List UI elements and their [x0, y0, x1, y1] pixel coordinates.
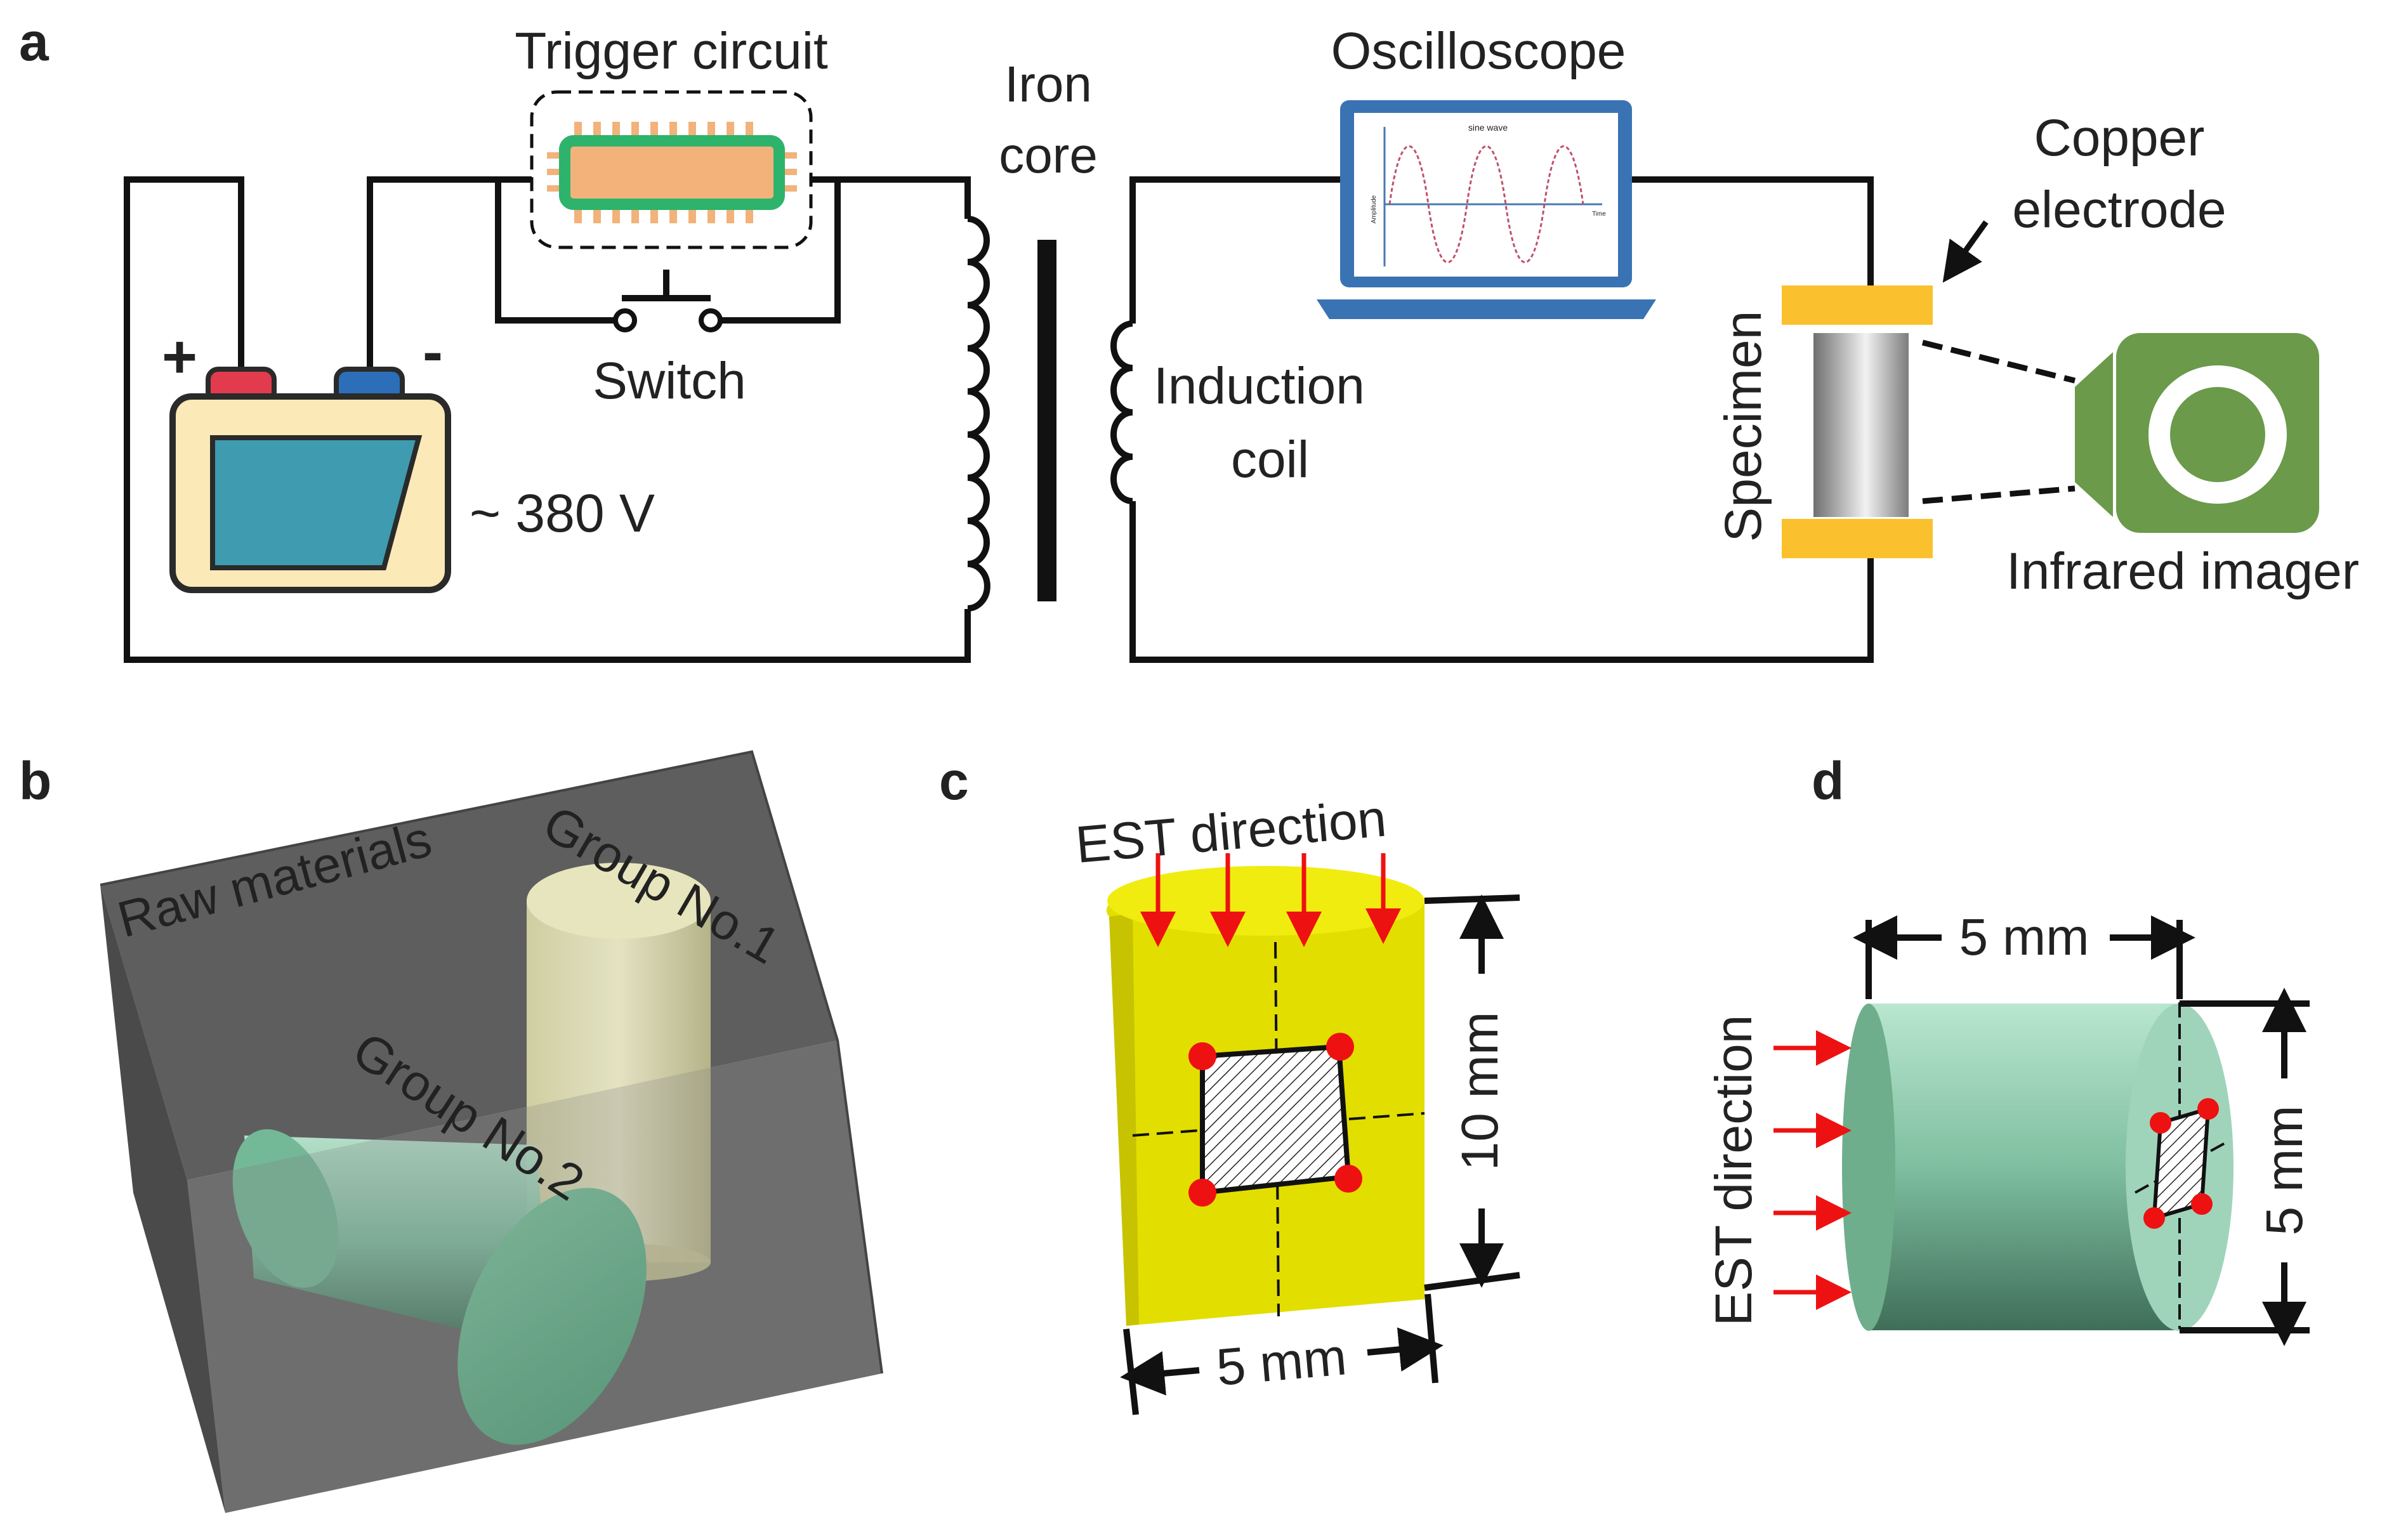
specimen-assembly [1782, 285, 1933, 558]
panel-d-est-arrows [1773, 1030, 1852, 1310]
scope-screen-title: sine wave [1468, 122, 1508, 133]
panel-d-est-label: EST direction [1705, 1015, 1763, 1326]
induction-coil-label-1: Induction [1154, 357, 1365, 415]
switch [613, 270, 723, 332]
panel-c-est-arrows [1140, 853, 1401, 947]
panel-label-a: a [19, 12, 49, 72]
panel-c-width-label: 5 mm [1214, 1328, 1349, 1397]
round-specimen [1842, 1002, 2234, 1331]
panel-d-diameter-dimension [2180, 988, 2310, 1346]
trigger-circuit-chip [530, 90, 813, 249]
panel-c-height-dimension [1424, 894, 1520, 1291]
scope-axis-x: Time [1592, 211, 1606, 218]
copper-electrode-label-1: Copper [2034, 109, 2205, 167]
panel-label-b: b [19, 751, 51, 811]
specimen-label: Specimen [1714, 311, 1772, 542]
panel-d-diameter-label: 5 mm [2256, 1106, 2313, 1236]
infrared-imager-label: Infrared imager [2006, 542, 2359, 600]
battery [169, 367, 451, 593]
flat-specimen [1106, 866, 1425, 1326]
group2-cylinder [232, 1129, 647, 1445]
secondary-coil [1110, 320, 1133, 504]
panel-label-c: c [939, 751, 969, 811]
iron-core [1037, 240, 1056, 601]
raw-materials-cube [100, 750, 883, 1513]
panel-c-est-label: EST direction [1074, 790, 1389, 874]
copper-electrode-label-2: electrode [2012, 181, 2226, 239]
battery-plus: + [162, 323, 197, 391]
panel-label-d: d [1812, 751, 1844, 811]
panel-d-length-dimension [1853, 915, 2195, 999]
scope-axis-y: Amplitude [1371, 195, 1378, 223]
iron-core-label-1: Iron [1004, 56, 1092, 112]
oscilloscope-label: Oscilloscope [1331, 22, 1626, 80]
iron-core-label-2: core [999, 127, 1098, 183]
primary-coil [967, 216, 990, 612]
switch-label: Switch [593, 352, 746, 410]
induction-coil-label-2: coil [1231, 431, 1309, 488]
copper-electrode-arrow [1942, 220, 1989, 283]
infrared-imager [1921, 333, 2319, 533]
voltage-label: ~ 380 V [470, 483, 655, 543]
oscilloscope-laptop [1317, 100, 1656, 319]
panel-c-height-label: 10 mm [1451, 1012, 1509, 1171]
battery-minus: - [423, 318, 443, 386]
panel-d-length-label: 5 mm [1959, 908, 2089, 966]
panel-c-width-dimension [1120, 1293, 1444, 1415]
trigger-circuit-label: Trigger circuit [515, 22, 828, 80]
left-circuit-wires [124, 176, 971, 663]
